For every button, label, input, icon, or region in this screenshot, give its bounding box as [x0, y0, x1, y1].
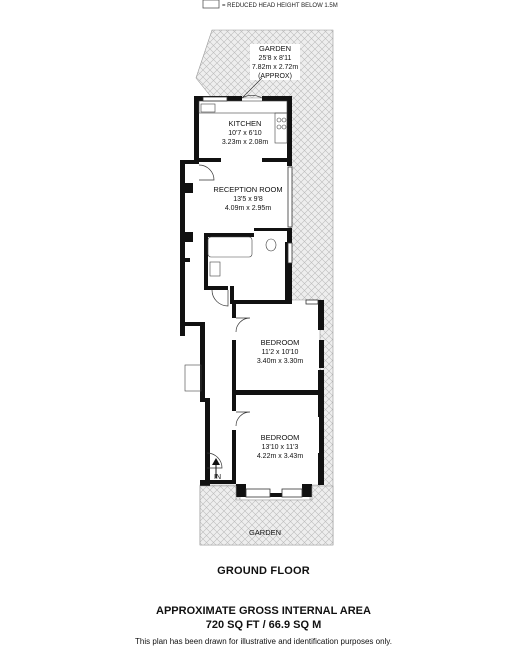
- toilet: [265, 238, 277, 252]
- label-bedroom-2: BEDROOM 13'10 x 11'3 4.22m x 3.43m: [257, 433, 303, 460]
- area-line-1: APPROXIMATE GROSS INTERNAL AREA: [156, 605, 371, 617]
- doors: [198, 77, 263, 469]
- disclaimer: This plan has been drawn for illustrativ…: [135, 637, 392, 646]
- legend-swatch: [202, 0, 220, 9]
- room-name: BEDROOM: [261, 433, 300, 442]
- area-line-2: 720 SQ FT / 66.9 SQ M: [205, 619, 322, 631]
- front-door: [206, 452, 223, 469]
- floor-title: GROUND FLOOR: [217, 565, 310, 577]
- room-dim-imperial: 10'7 x 6'10: [228, 130, 262, 137]
- room-dim-imperial: 25'8 x 8'11: [259, 55, 292, 62]
- garden-label-box: [250, 44, 300, 80]
- room-dim-imperial: 13'5 x 9'8: [233, 196, 263, 203]
- room-dim-metric: 4.22m x 3.43m: [257, 453, 303, 460]
- room-dim-metric: 4.09m x 2.95m: [225, 205, 271, 212]
- room-name: KITCHEN: [229, 119, 262, 128]
- label-front-garden: GARDEN: [249, 528, 281, 537]
- hall-cupboard: [184, 364, 202, 392]
- kitchen-counter: [198, 100, 288, 114]
- bedroom2-door: [235, 411, 251, 427]
- entrance-label: IN: [214, 474, 221, 481]
- room-note: (APPROX): [258, 73, 292, 80]
- reception-door: [198, 164, 215, 181]
- legend-text: = REDUCED HEAD HEIGHT BELOW 1.5M: [222, 3, 338, 9]
- front-garden-area: [199, 485, 334, 546]
- room-dim-metric: 7.82m x 2.72m: [252, 64, 298, 71]
- bedroom1-door: [235, 317, 251, 333]
- bath-tub: [207, 236, 253, 258]
- room-name: GARDEN: [259, 44, 291, 53]
- bathroom-fittings: [207, 236, 277, 277]
- kitchen-rear-door: [241, 77, 263, 99]
- windows: [202, 96, 319, 498]
- kitchen-sink: [200, 103, 216, 113]
- basin: [209, 261, 221, 277]
- bathroom-door: [211, 289, 229, 307]
- room-name: GARDEN: [249, 528, 281, 537]
- area-summary: APPROXIMATE GROSS INTERNAL AREA 720 SQ F…: [0, 604, 527, 632]
- room-name: RECEPTION ROOM: [213, 185, 282, 194]
- legend: = REDUCED HEAD HEIGHT BELOW 1.5M: [202, 0, 338, 9]
- room-name: BEDROOM: [261, 338, 300, 347]
- hob-ring: [276, 117, 282, 123]
- label-rear-garden: GARDEN 25'8 x 8'11 7.82m x 2.72m (APPROX…: [252, 44, 298, 80]
- room-dim-imperial: 11'2 x 10'10: [262, 349, 299, 356]
- room-dim-metric: 3.40m x 3.30m: [257, 358, 303, 365]
- room-dim-imperial: 13'10 x 11'3: [262, 444, 299, 451]
- kitchen-counter-side: [274, 112, 288, 144]
- kitchen-fittings: [198, 100, 288, 144]
- label-reception: RECEPTION ROOM 13'5 x 9'8 4.09m x 2.95m: [213, 185, 282, 212]
- entrance-arrow: IN: [212, 458, 221, 481]
- room-dim-metric: 3.23m x 2.08m: [222, 139, 268, 146]
- label-kitchen: KITCHEN 10'7 x 6'10 3.23m x 2.08m: [222, 119, 268, 146]
- label-bedroom-1: BEDROOM 11'2 x 10'10 3.40m x 3.30m: [257, 338, 303, 365]
